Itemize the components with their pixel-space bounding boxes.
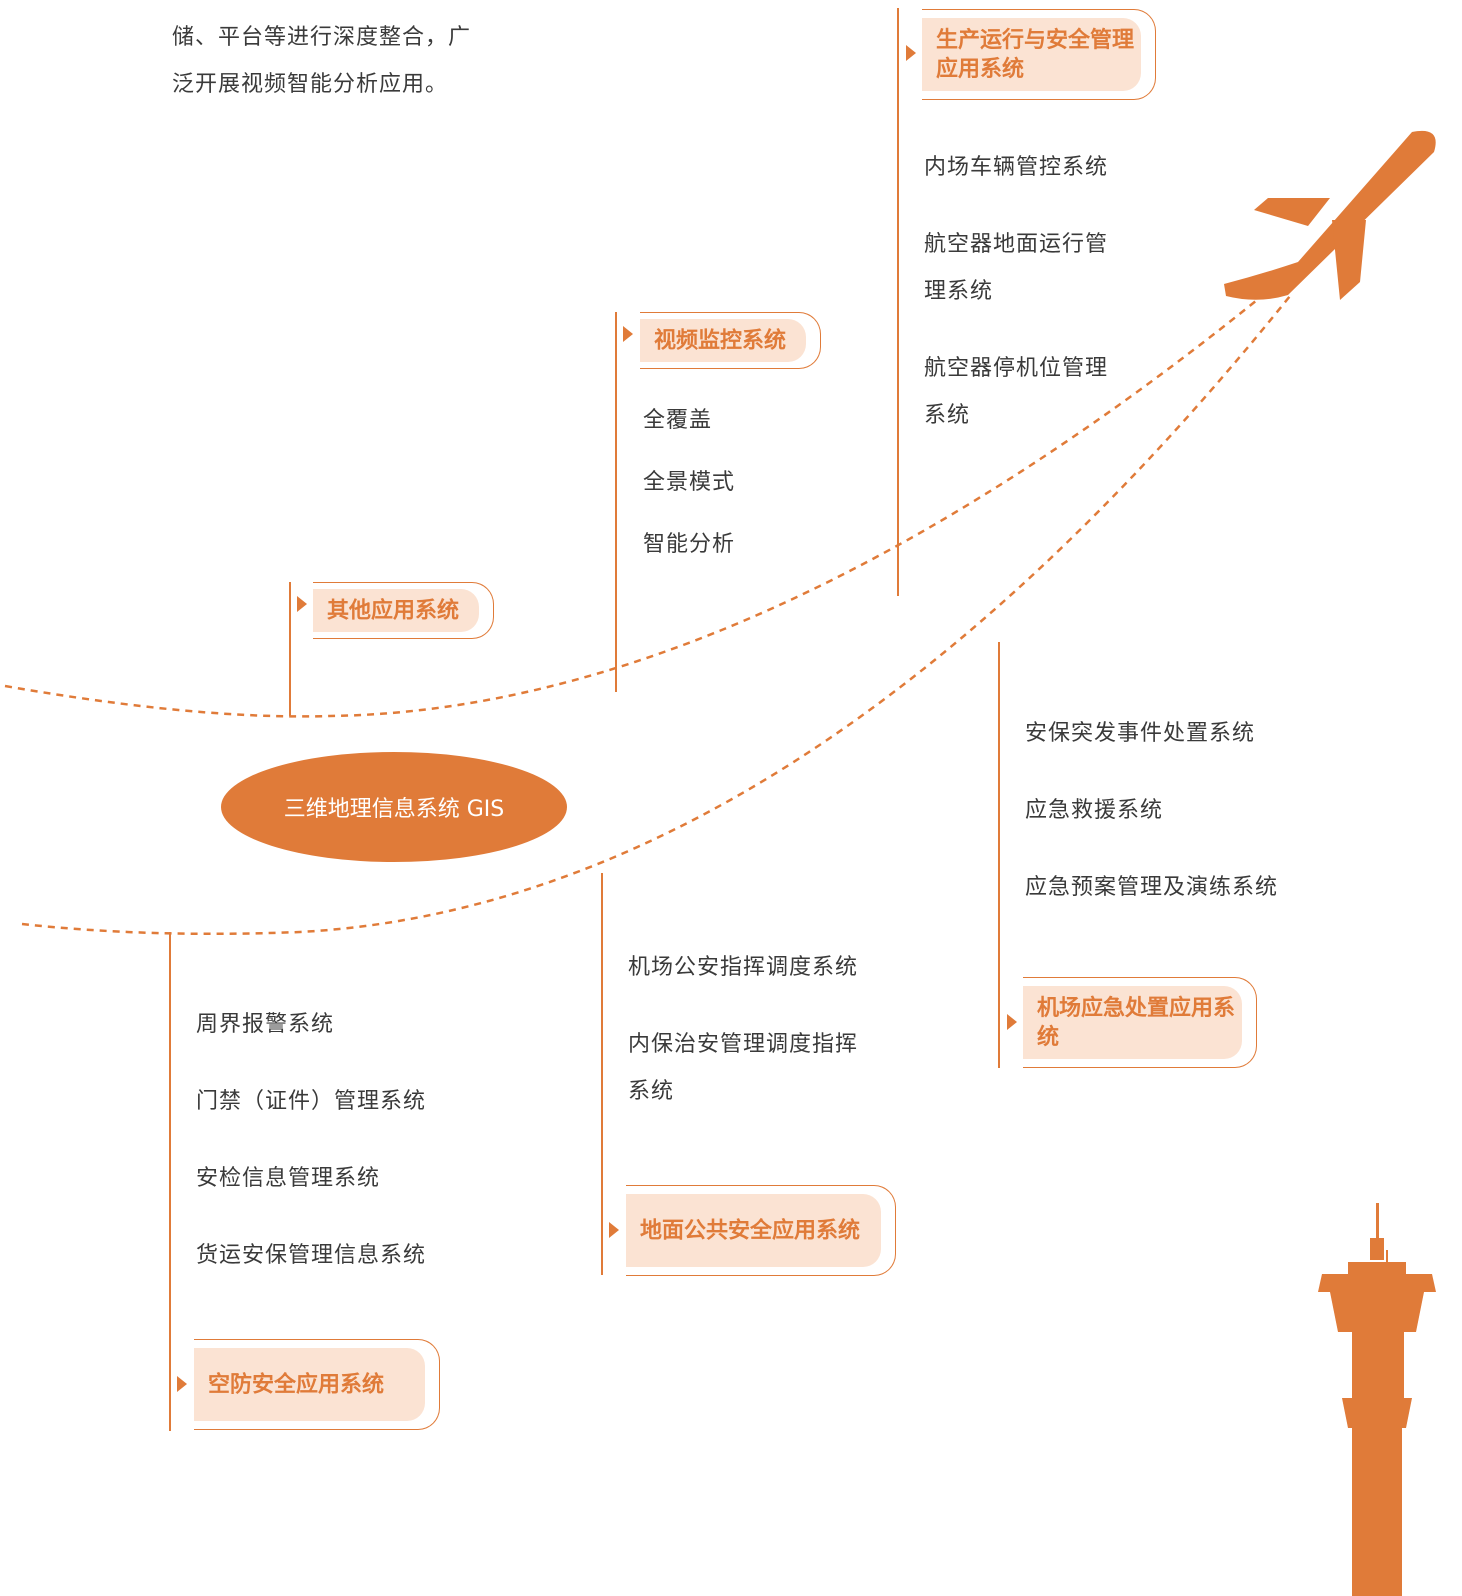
airdef-item: 门禁（证件）管理系统 xyxy=(196,1089,427,1114)
ground-group-label: 地面公共安全应用系统 xyxy=(640,1218,861,1243)
gis-hub-label: 三维地理信息系统 GIS xyxy=(283,797,505,822)
airdef-group-label: 空防安全应用系统 xyxy=(208,1372,385,1397)
intro-text: 储、平台等进行深度整合，广 泛开展视频智能分析应用。 xyxy=(172,14,502,108)
production-item: 航空器地面运行管理系统 xyxy=(924,232,1109,304)
airdef-item: 周界报警系统 xyxy=(196,1012,335,1037)
other-group-label: 其他应用系统 xyxy=(327,598,460,623)
intro-line-2: 泛开展视频智能分析应用。 xyxy=(172,72,449,97)
arrow-marker-icon xyxy=(623,326,633,342)
arrow-marker-icon xyxy=(906,45,916,61)
ground-item: 内保治安管理调度指挥系统 xyxy=(628,1032,859,1104)
emergency-item: 应急救援系统 xyxy=(1025,798,1164,823)
video-item: 全覆盖 xyxy=(643,408,713,433)
video-group-label: 视频监控系统 xyxy=(654,328,787,353)
arrow-marker-icon xyxy=(297,596,307,612)
production-group-label: 生产运行与安全管理应用系统 xyxy=(936,27,1135,82)
emergency-branch-line xyxy=(998,642,1000,1068)
ground-branch-line xyxy=(601,873,603,1275)
airdef-item: 货运安保管理信息系统 xyxy=(196,1243,427,1268)
arrow-marker-icon xyxy=(177,1376,187,1392)
production-group-title: 生产运行与安全管理应用系统 xyxy=(922,9,1156,100)
airdef-branch-line xyxy=(169,932,171,1431)
other-branch-line xyxy=(289,582,291,716)
arrow-marker-icon xyxy=(609,1222,619,1238)
emergency-group-title: 机场应急处置应用系统 xyxy=(1023,977,1257,1068)
video-group-title: 视频监控系统 xyxy=(640,312,821,369)
production-branch-line xyxy=(897,8,899,596)
lower-dashed-flight-path xyxy=(21,295,1291,936)
airdef-item: 安检信息管理系统 xyxy=(196,1166,381,1191)
video-branch-line xyxy=(615,312,617,692)
ground-item: 机场公安指挥调度系统 xyxy=(628,955,859,980)
video-item: 全景模式 xyxy=(643,470,736,495)
control-tower-icon xyxy=(1318,1203,1436,1596)
emergency-item: 应急预案管理及演练系统 xyxy=(1025,875,1279,900)
arrow-marker-icon xyxy=(1007,1014,1017,1030)
other-group-title: 其他应用系统 xyxy=(313,582,494,639)
production-item: 内场车辆管控系统 xyxy=(924,155,1109,180)
production-item: 航空器停机位管理系统 xyxy=(924,356,1109,428)
airplane-icon xyxy=(1224,130,1436,300)
upper-dashed-flight-path xyxy=(4,295,1263,718)
emergency-group-label: 机场应急处置应用系统 xyxy=(1037,995,1236,1050)
emergency-item: 安保突发事件处置系统 xyxy=(1025,721,1256,746)
video-item: 智能分析 xyxy=(643,532,736,557)
airdef-group-title: 空防安全应用系统 xyxy=(194,1339,440,1430)
ground-group-title: 地面公共安全应用系统 xyxy=(626,1185,896,1276)
intro-line-1: 储、平台等进行深度整合，广 xyxy=(172,25,472,50)
gis-hub: 三维地理信息系统 GIS xyxy=(221,752,567,862)
